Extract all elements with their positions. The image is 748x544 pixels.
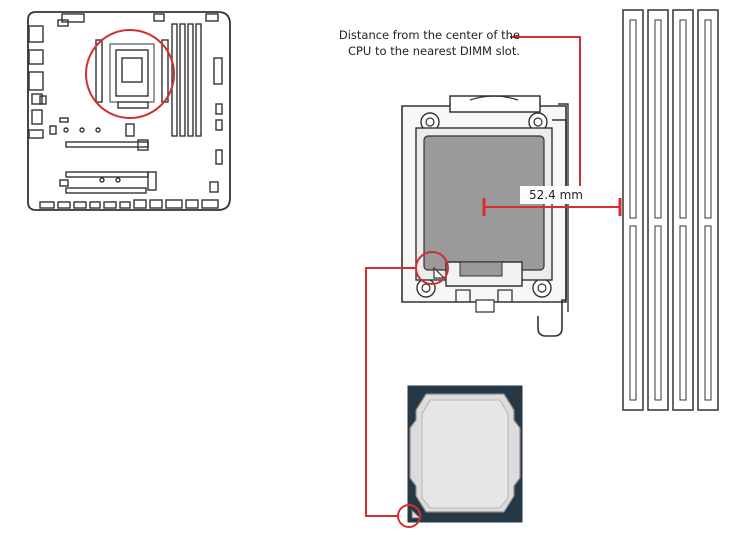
dimm-slots [622, 9, 719, 411]
distance-label: 52.4 mm [520, 186, 592, 204]
cpu-processor [407, 385, 523, 523]
pin1-connector-line [365, 267, 416, 517]
motherboard-overview [27, 11, 231, 211]
distance-measurement [482, 198, 622, 216]
dimm-slot-3 [672, 9, 694, 411]
callout-leader-line [510, 36, 581, 190]
socket-highlight-circle [85, 29, 175, 119]
callout-line-2: CPU to the nearest DIMM slot. [347, 44, 520, 58]
dimm-slot-2 [647, 9, 669, 411]
callout-line-1: Distance from the center of the [338, 28, 520, 42]
callout-text: Distance from the center of the CPU to t… [284, 27, 520, 59]
dimm-slot-4 [697, 9, 719, 411]
dimm-slot-1 [622, 9, 644, 411]
